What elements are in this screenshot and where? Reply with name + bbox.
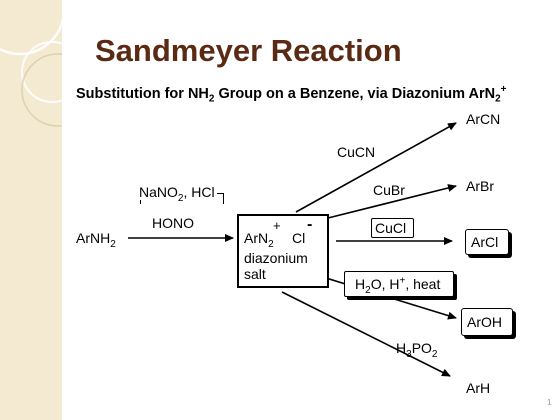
product-arh: ArH: [466, 380, 491, 396]
reagent-box-cucl: [371, 218, 414, 238]
arrow-to-arbr: [327, 184, 457, 219]
slide-title: Sandmeyer Reaction: [95, 33, 402, 68]
reagent-cubr: CuBr: [373, 182, 405, 198]
product-aroh: ArOH: [467, 314, 502, 330]
reagent-box-h2o-heat: [344, 271, 454, 297]
reagent-h3po2: H3PO2: [396, 340, 438, 360]
decorative-circles: [0, 0, 62, 127]
product-arbr: ArBr: [466, 178, 494, 194]
diazonium-plus-charge: +: [273, 218, 281, 233]
reagent-cucn: CuCN: [337, 144, 376, 160]
diazonium-label-line2: salt: [244, 266, 266, 282]
product-box-aroh: [461, 308, 513, 336]
product-box-arcl: [465, 229, 509, 255]
diazonium-label-line1: diazonium: [244, 250, 308, 266]
arrow-to-arcn: [295, 122, 457, 213]
reagent-nano2-hcl: NaNO2, HCl: [137, 184, 217, 204]
diazonium-minus-charge: -: [307, 216, 313, 233]
diazonium-formula: ArN2: [244, 230, 274, 250]
product-arcl: ArCl: [471, 234, 499, 250]
diazonium-salt-box: [237, 214, 329, 288]
arrow-to-arh: [281, 291, 451, 377]
reactant-arnh2: ArNH2: [76, 230, 116, 250]
diazonium-chloride: Cl: [292, 230, 306, 246]
slide-subtitle: Substitution for NH2 Group on a Benzene,…: [76, 84, 507, 105]
product-arcn: ArCN: [466, 111, 501, 127]
slide-sidebar-decoration: [0, 0, 62, 420]
reagent-h2o-h-heat: H2O, H+, heat: [355, 275, 441, 296]
reagent-hono: HONO: [152, 215, 194, 231]
page-number: 1: [547, 398, 552, 407]
reagent-cucl: CuCl: [375, 220, 407, 236]
